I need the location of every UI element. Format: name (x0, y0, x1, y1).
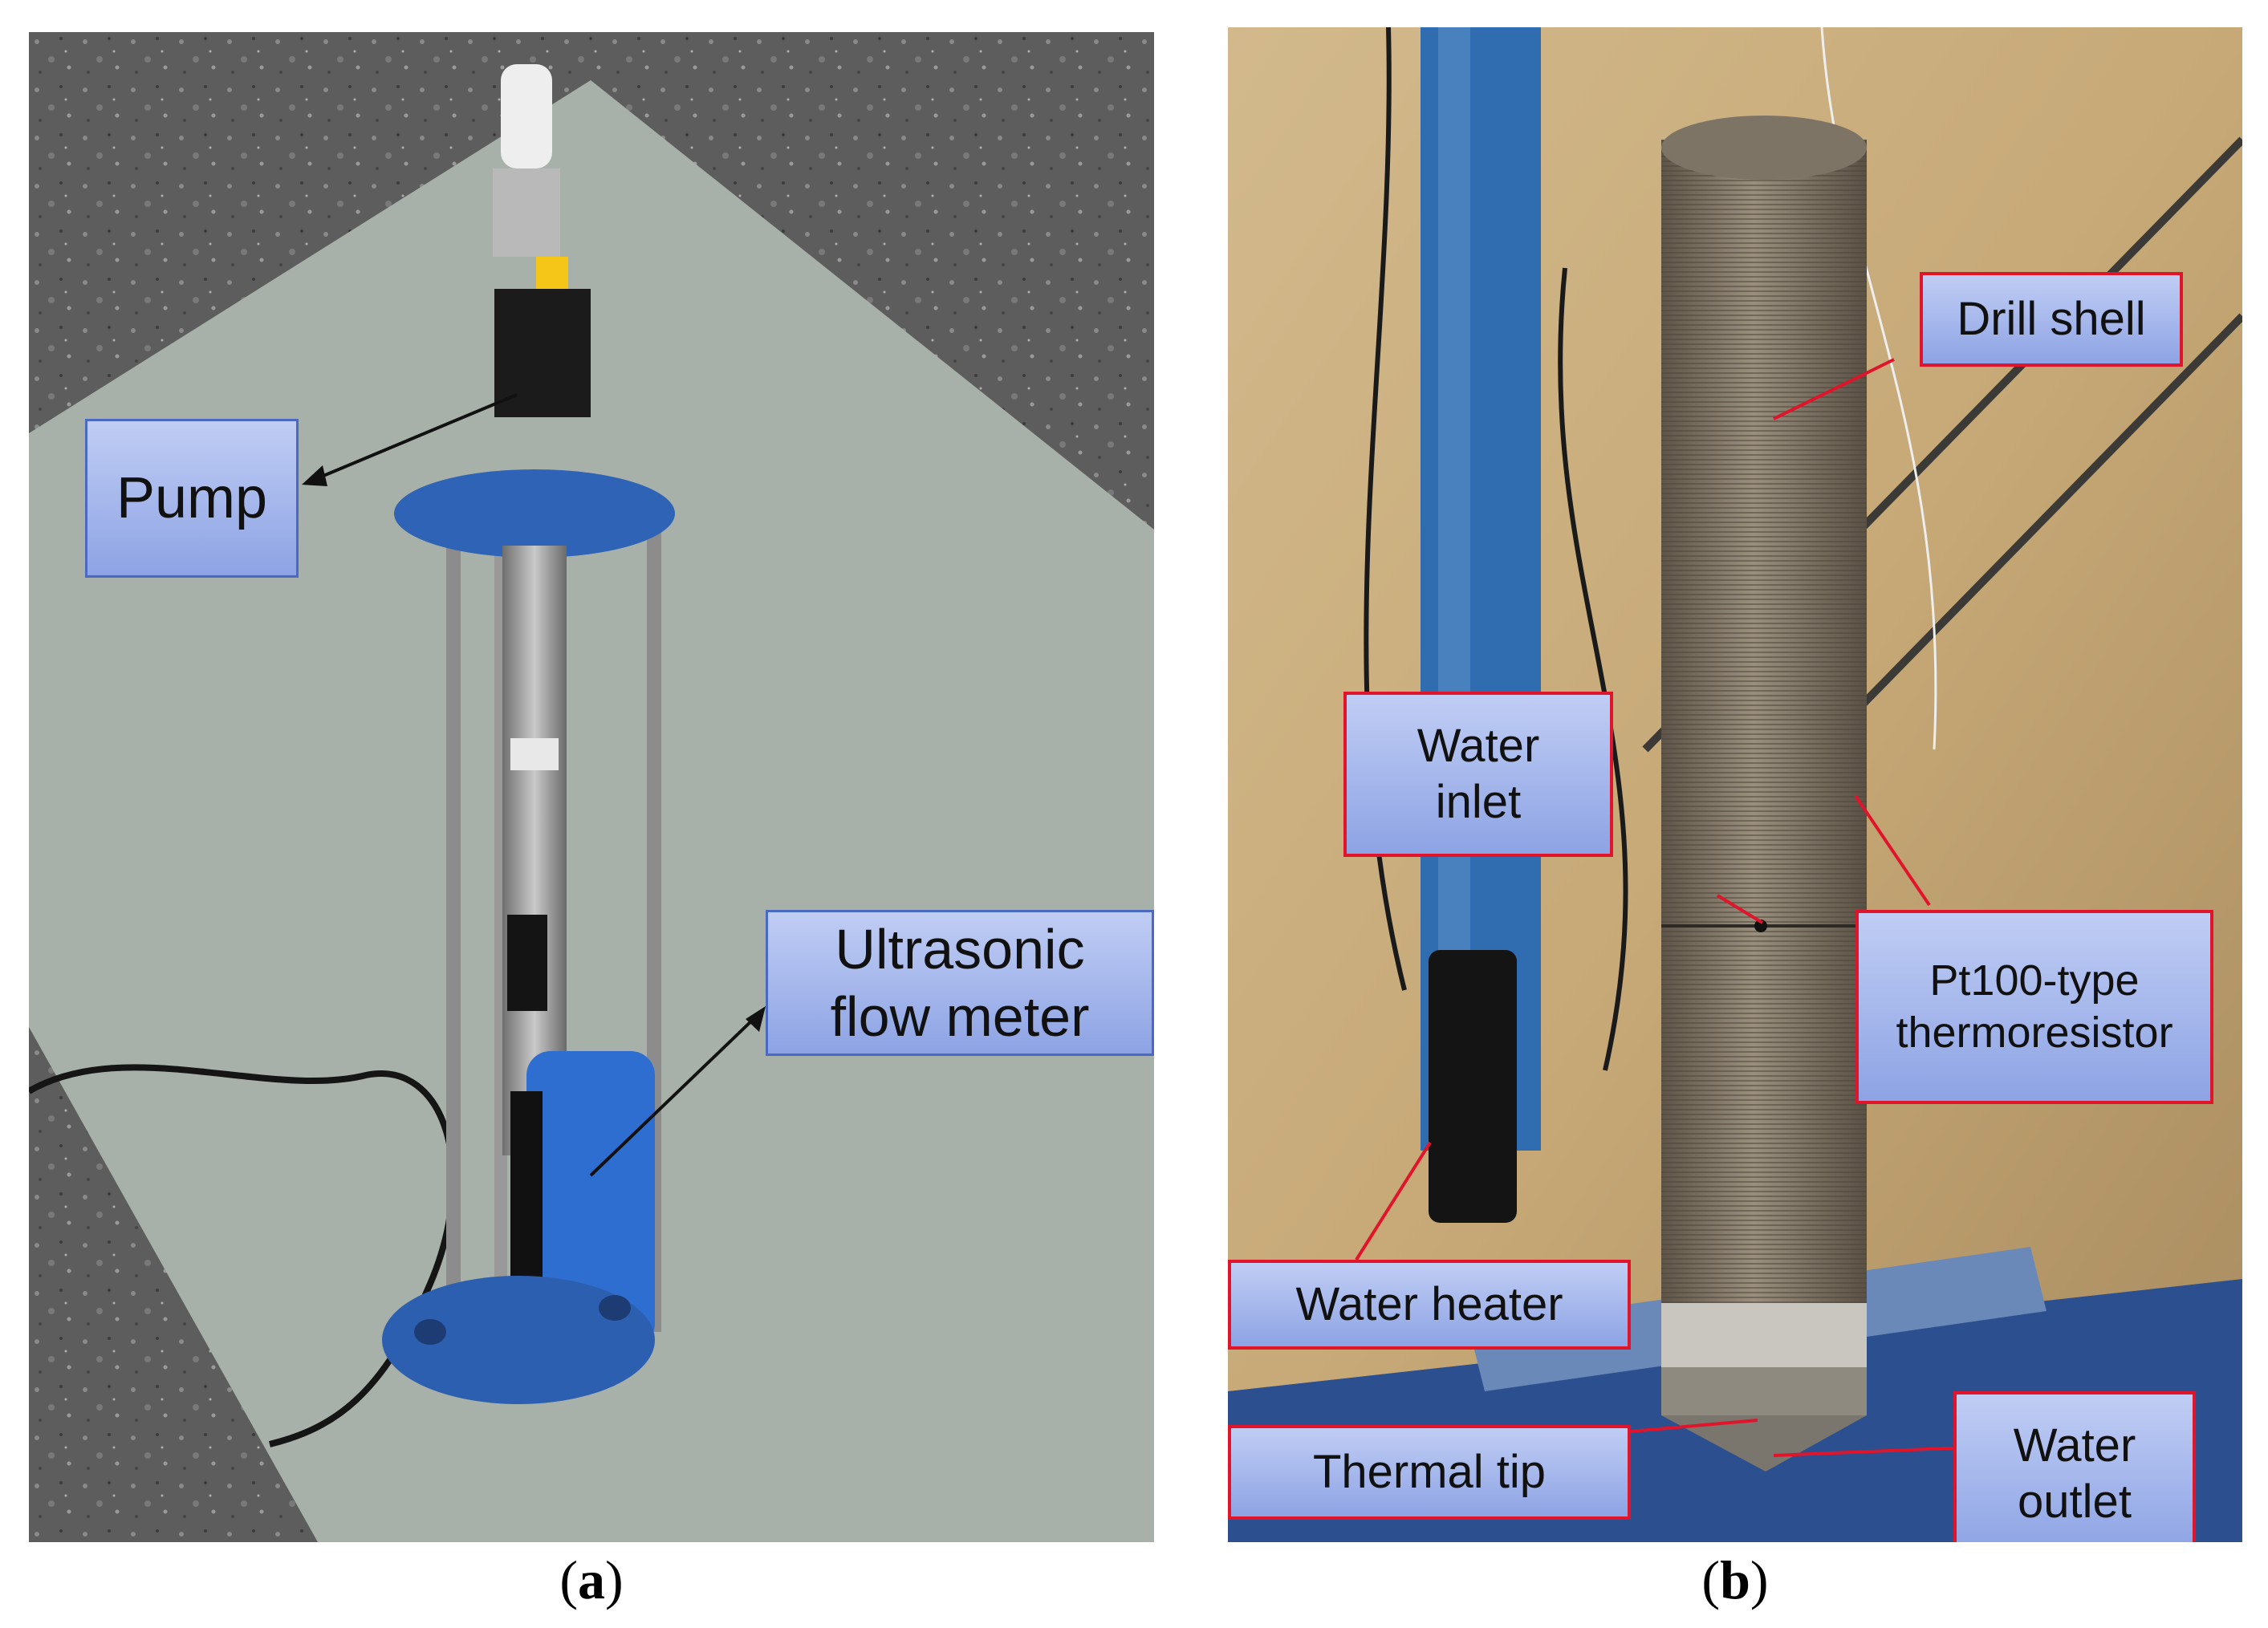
pump-arrowhead (302, 465, 327, 486)
flow-meter-body (526, 1051, 655, 1348)
fitting (493, 168, 560, 257)
photo-a-illustration (29, 32, 1154, 1542)
pt100-thermoresistor-label: Pt100-type thermoresistor (1855, 910, 2213, 1104)
caption-b: (b) (1701, 1549, 1769, 1610)
black-clamp (507, 915, 547, 1011)
flow-meter-arrowhead (746, 1006, 766, 1032)
lower-flange (382, 1276, 655, 1404)
threaded-rod (446, 530, 461, 1332)
photo-panel-b: Drill shell Water inlet Pt100-type therm… (1228, 27, 2242, 1542)
black-cable (29, 1064, 457, 1447)
thermal-tip-cone (1661, 1415, 1867, 1472)
ultrasonic-flow-meter-label: Ultrasonic flow meter (766, 910, 1154, 1056)
pump-arrow (313, 393, 518, 481)
shell-ring (1661, 1303, 1867, 1367)
water-inlet-hole (1754, 920, 1767, 932)
caption-a: (a) (559, 1549, 624, 1610)
upper-flange (394, 469, 675, 558)
pump-label: Pump (85, 419, 299, 578)
photo-panel-a: Pump Ultrasonic flow meter (29, 32, 1154, 1542)
flow-meter-arrow (589, 1016, 757, 1177)
drill-shell-label: Drill shell (1920, 272, 2183, 367)
water-inlet-label: Water inlet (1343, 692, 1613, 857)
thermal-tip-label: Thermal tip (1228, 1425, 1631, 1520)
grey-board (29, 80, 1154, 1542)
white-joint (510, 738, 559, 770)
white-cap (501, 64, 552, 168)
water-outlet-label: Water outlet (1953, 1391, 2196, 1542)
yellow-connector (536, 257, 568, 289)
water-heater-label: Water heater (1228, 1260, 1631, 1350)
water-heater-body (1429, 950, 1517, 1223)
